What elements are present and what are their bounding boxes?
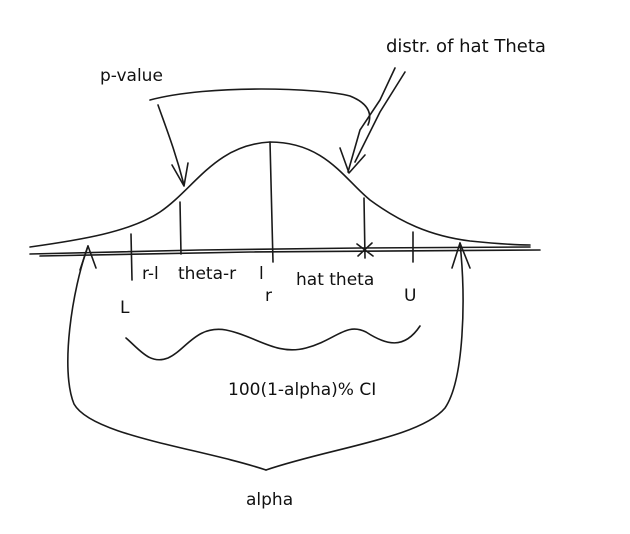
label-r-mark: r [265, 286, 272, 306]
label-theta-minus-r: theta-r [178, 264, 237, 284]
alpha-arrowhead-left [79, 245, 97, 271]
alpha-brace-right [265, 242, 464, 471]
label-ci: 100(1-alpha)% CI [228, 380, 377, 400]
label-alpha: alpha [246, 490, 294, 510]
ci-wavy-line [125, 325, 421, 361]
label-L: L [120, 298, 130, 318]
label-U: U [404, 286, 417, 306]
tick-r [269, 141, 274, 263]
label-p-value: p-value [100, 66, 163, 86]
distr-arrow-second-stroke [354, 71, 406, 163]
label-l-mark: l [259, 264, 264, 284]
distr-arrow [347, 67, 396, 173]
label-r-minus-l: r-l [142, 264, 159, 284]
label-hat-theta: hat theta [296, 270, 375, 290]
axis-line-second-stroke [39, 249, 541, 257]
p-value-arrow [157, 104, 185, 186]
axis-line [29, 246, 531, 255]
p-value-arrowhead [171, 162, 189, 187]
label-distr-hat-theta: distr. of hat Theta [386, 36, 546, 57]
tick-L [130, 233, 133, 281]
bell-curve [29, 141, 531, 248]
distr-arrowhead [339, 147, 366, 174]
alpha-arrowhead-right [451, 242, 471, 269]
tick-hat-theta [363, 197, 366, 259]
alpha-brace-left [67, 245, 267, 471]
hat-theta-x-mark-b [357, 242, 373, 257]
tick-l [179, 201, 182, 255]
connector-curve [149, 88, 371, 126]
